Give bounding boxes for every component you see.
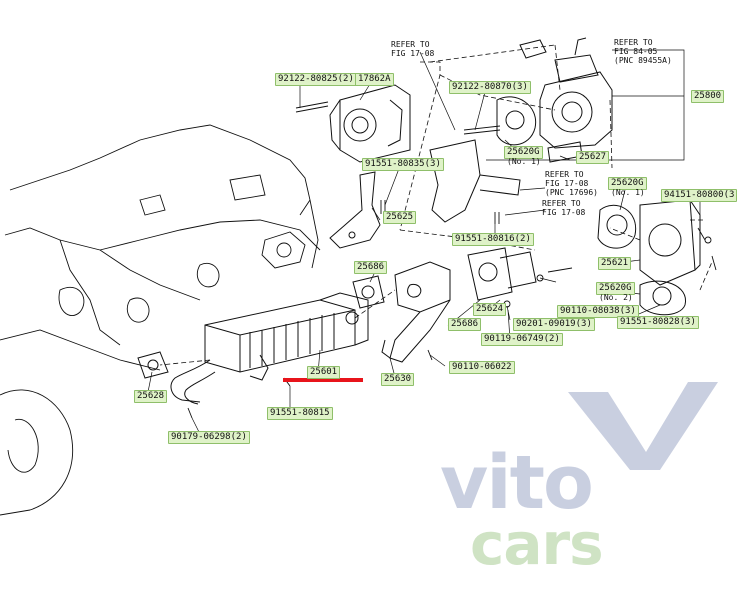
label-25628: 25628	[134, 390, 168, 403]
label-90201-09019: 90201-09019(3)	[513, 318, 595, 331]
label-25630: 25630	[381, 373, 415, 386]
watermark-v-logo	[568, 382, 718, 470]
label-90119-06749: 90119-06749(2)	[481, 333, 563, 346]
egr-valve-25800	[519, 37, 613, 149]
egr-pipe	[170, 359, 211, 403]
label-25800: 25800	[691, 90, 725, 103]
adapter-25621	[639, 199, 701, 286]
label-90110-06022: 90110-06022	[449, 361, 515, 374]
bolts	[187, 101, 717, 419]
label-92122-80825: 92122-80825(2)	[275, 73, 357, 86]
label-90179-06298: 90179-06298(2)	[168, 431, 250, 444]
label-25625: 25625	[383, 211, 417, 224]
label-25601: 25601	[307, 366, 341, 379]
label-91551-80815: 91551-80815	[267, 407, 333, 420]
watermark-vito: vito	[440, 440, 594, 526]
note-refer-fig-17-08-top: REFER TO FIG 17-08	[391, 40, 435, 58]
note-refer-fig-17-08-mid: REFER TO FIG 17-08 (PNC 17696)	[545, 170, 598, 197]
label-25620G-3: 25620G	[596, 282, 635, 295]
gasket-25628	[137, 351, 169, 379]
gasket-25620G-right	[597, 204, 637, 249]
label-25620G-1: 25620G	[504, 146, 543, 159]
label-25624: 25624	[473, 303, 507, 316]
bracket-25625	[329, 171, 381, 249]
throttle-body-17862A	[329, 84, 411, 163]
label-91551-80828: 91551-80828(3)	[617, 316, 699, 329]
label-25620G-2-no: (No. 1)	[611, 188, 645, 197]
label-91551-80816: 91551-80816(2)	[452, 233, 534, 246]
gasket-25620G-no2	[639, 280, 686, 316]
highlight-bar	[283, 378, 363, 382]
label-25620G-2: 25620G	[608, 177, 647, 190]
egr-pipe-25630	[381, 261, 451, 363]
label-25686-b: 25686	[448, 318, 482, 331]
note-refer-fig-84-05: REFER TO FIG 84-05 (PNC 89455A)	[614, 38, 672, 65]
note-refer-fig-17-08-low: REFER TO FIG 17-08	[542, 199, 586, 217]
label-94151-80800: 94151-80800(3	[661, 189, 738, 202]
label-92122-80870: 92122-80870(3)	[449, 81, 531, 94]
gasket-25624	[467, 247, 513, 301]
watermark-cars: cars	[470, 510, 604, 578]
egr-cooler-25601	[204, 292, 369, 381]
gasket-25686-a	[352, 275, 385, 309]
label-17862A: 17862A	[355, 73, 394, 86]
leader-lines	[147, 49, 701, 435]
label-25621: 25621	[598, 257, 632, 270]
label-25627: 25627	[576, 151, 610, 164]
label-91551-80835: 91551-80835(3)	[362, 158, 444, 171]
label-25620G-1-no: (No. 1)	[507, 157, 541, 166]
egr-bracket	[429, 139, 481, 223]
label-25620G-3-no: (No. 2)	[599, 293, 633, 302]
engine-block	[0, 124, 321, 516]
label-90110-08038: 90110-08038(3)	[557, 305, 639, 318]
label-25686-a: 25686	[354, 261, 388, 274]
gasket-25620G-top	[496, 96, 537, 146]
